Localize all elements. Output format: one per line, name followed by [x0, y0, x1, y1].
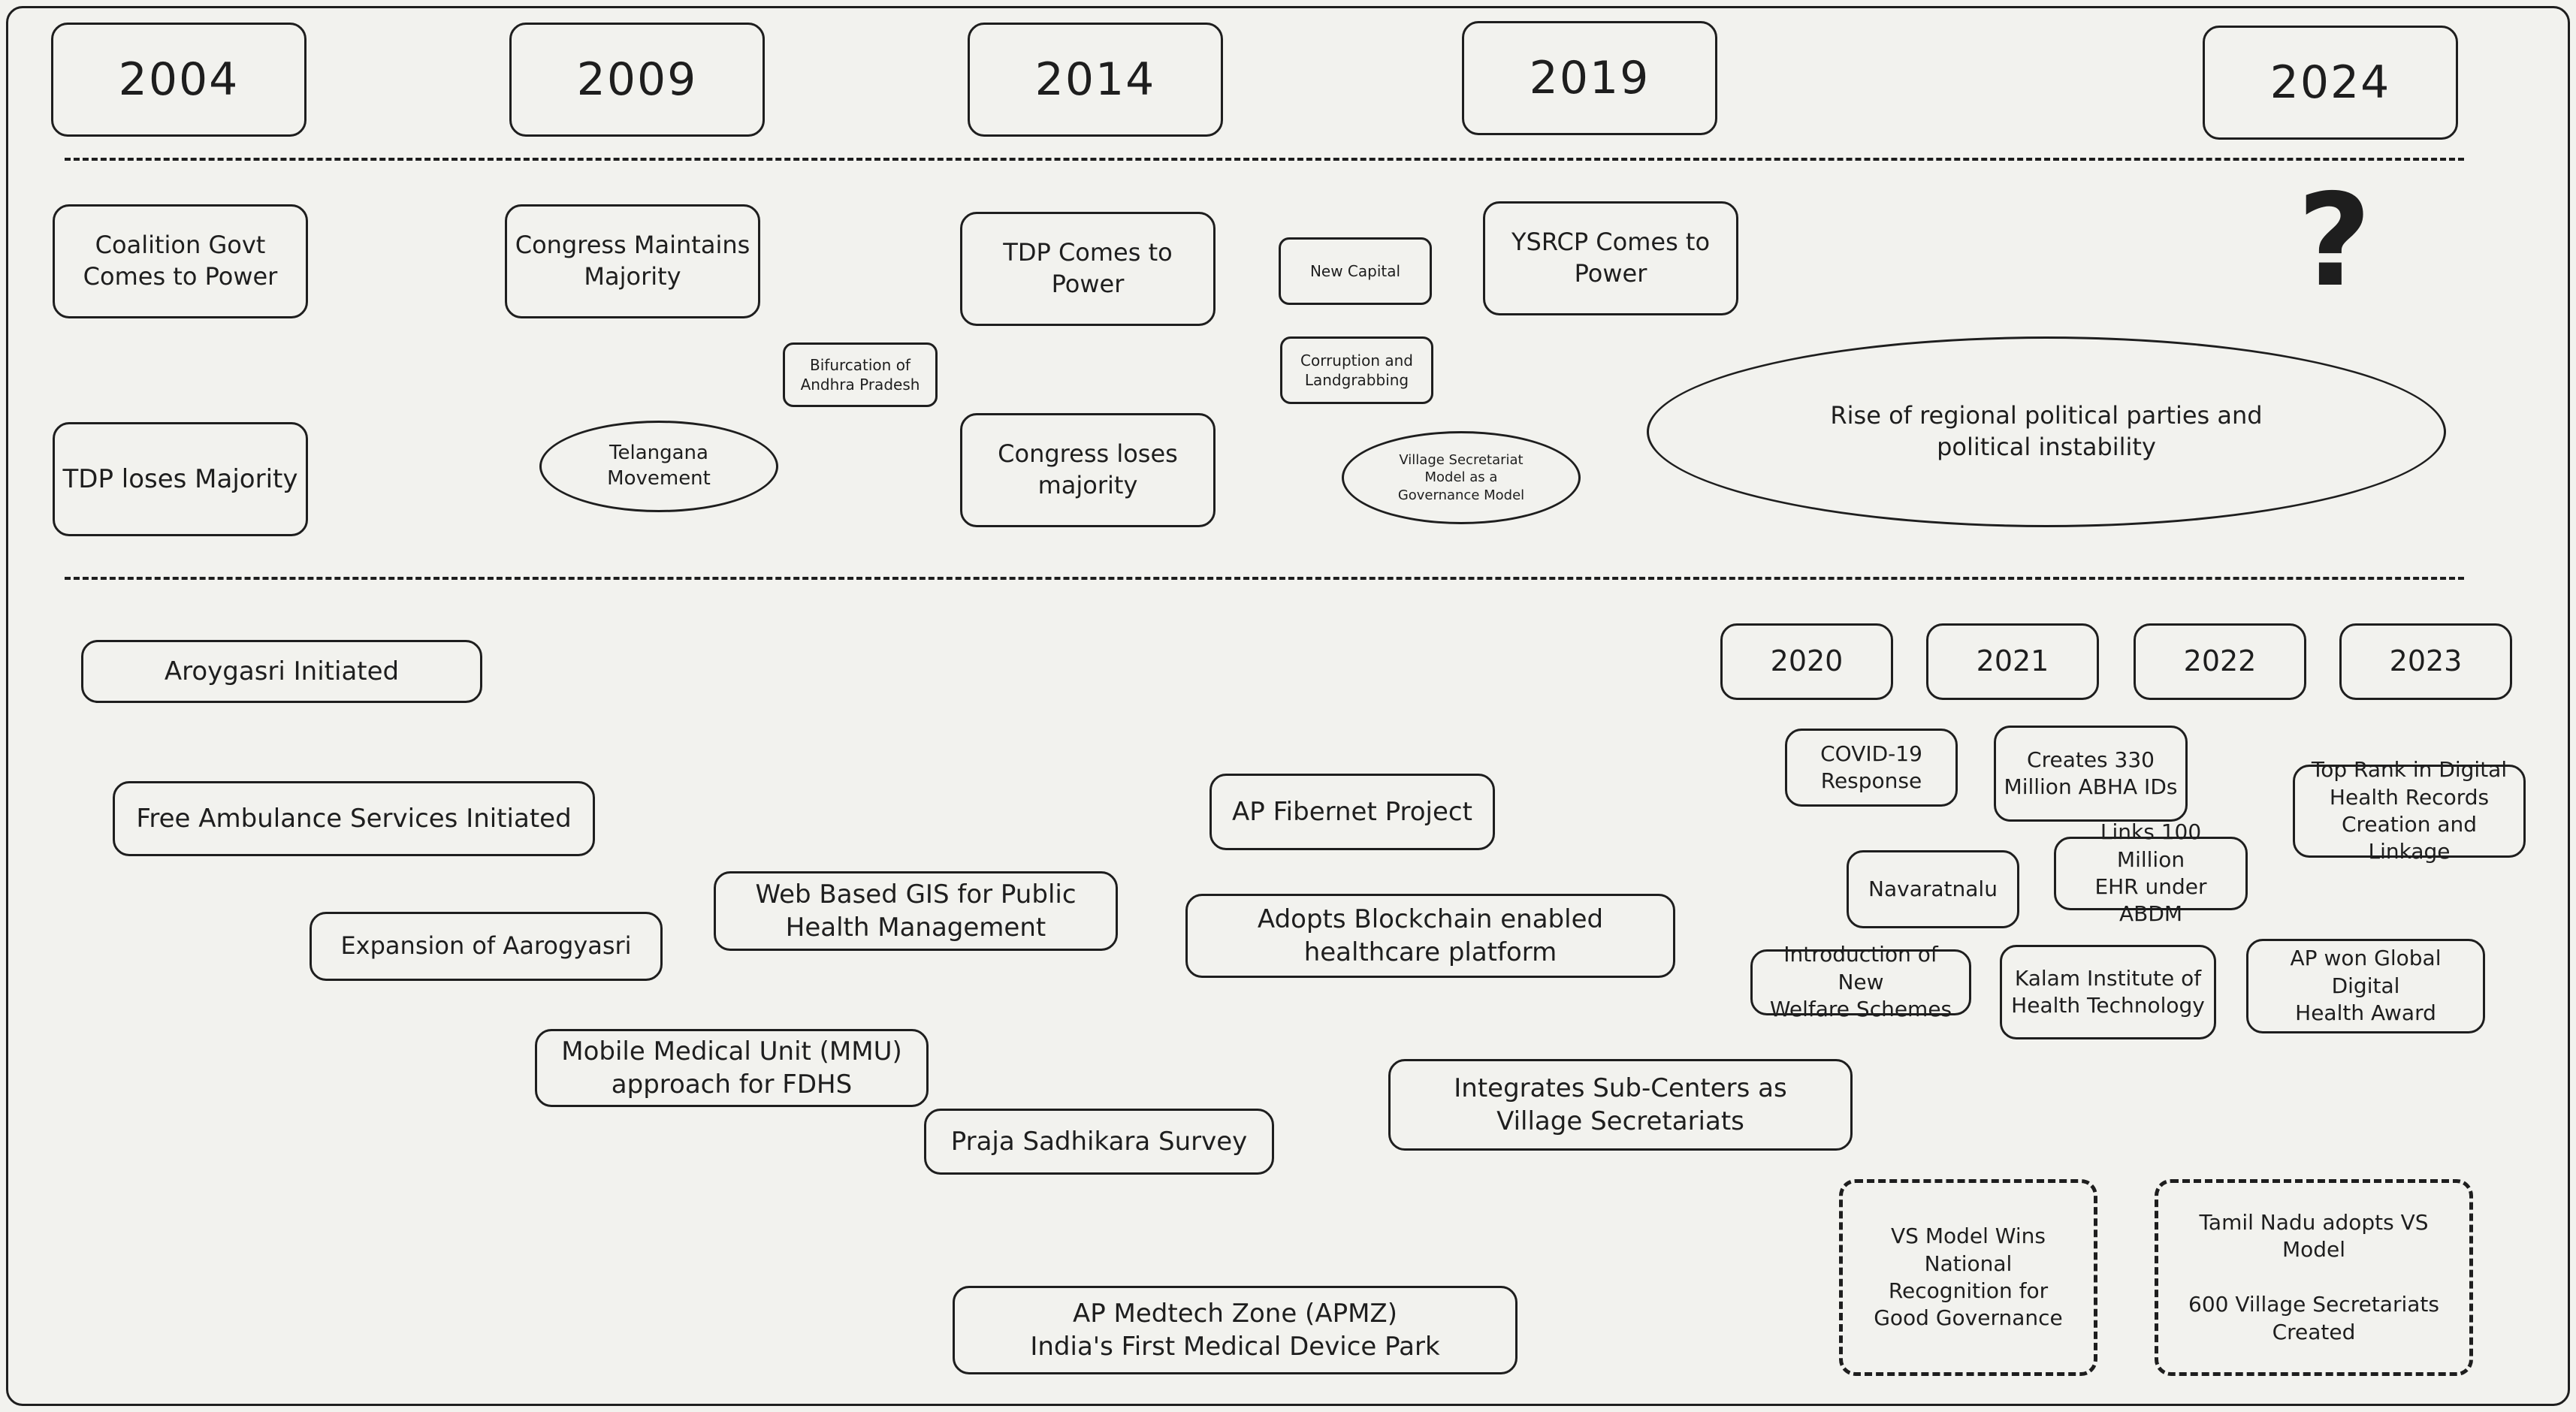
year-2023: 2023: [2339, 623, 2512, 700]
mobile-medical-unit-box: Mobile Medical Unit (MMU) approach for F…: [535, 1029, 929, 1107]
aroygasri-initiated-box: Aroygasri Initiated: [81, 640, 482, 703]
ysrcp-comes-to-power-box: YSRCP Comes to Power: [1483, 201, 1738, 315]
telangana-movement-ellipse: Telangana Movement: [539, 421, 778, 512]
year-2009: 2009: [509, 23, 765, 137]
unknown-future-marker: ?: [2297, 167, 2372, 315]
blockchain-platform-box: Adopts Blockchain enabled healthcare pla…: [1185, 894, 1675, 978]
top-separator: [65, 158, 2464, 161]
new-capital-box: New Capital: [1279, 237, 1432, 305]
year-2019: 2019: [1462, 21, 1717, 135]
outer-frame: [6, 6, 2570, 1406]
ehr-abdm-box: Links 100 Million EHR under ABDM: [2054, 819, 2248, 926]
year-2021: 2021: [1926, 623, 2099, 700]
village-secretariat-model-ellipse: Village Secretariat Model as a Governanc…: [1342, 431, 1581, 524]
middle-separator: [65, 577, 2464, 580]
year-2022: 2022: [2134, 623, 2306, 700]
free-ambulance-box: Free Ambulance Services Initiated: [113, 781, 595, 856]
top-rank-box: Top Rank in Digital Health Records Creat…: [2293, 757, 2526, 864]
praja-sadhikara-box: Praja Sadhikara Survey: [924, 1109, 1274, 1175]
bifurcation-box: Bifurcation of Andhra Pradesh: [783, 342, 938, 407]
expansion-aarogyasri-box: Expansion of Aarogyasri: [310, 912, 663, 981]
web-gis-box: Web Based GIS for Public Health Manageme…: [714, 871, 1118, 951]
coalition-govt-box: Coalition Govt Comes to Power: [53, 204, 308, 318]
navaratnalu-box: Navaratnalu: [1847, 850, 2019, 928]
year-2024: 2024: [2203, 26, 2458, 140]
tdp-loses-majority-box: TDP loses Majority: [53, 422, 308, 536]
tamil-nadu-adopts-box: Tamil Nadu adopts VS Model 600 Village S…: [2155, 1179, 2473, 1376]
year-2020: 2020: [1720, 623, 1893, 700]
covid-response-box: COVID-19 Response: [1785, 729, 1958, 807]
year-2004: 2004: [51, 23, 307, 137]
year-2014: 2014: [968, 23, 1223, 137]
corruption-box: Corruption and Landgrabbing: [1280, 336, 1433, 404]
subcenters-box: Integrates Sub-Centers as Village Secret…: [1388, 1059, 1853, 1151]
ap-fibernet-box: AP Fibernet Project: [1209, 774, 1495, 850]
congress-loses-box: Congress loses majority: [960, 413, 1216, 527]
tdp-comes-to-power-box: TDP Comes to Power: [960, 212, 1216, 326]
global-award-box: AP won Global Digital Health Award: [2246, 939, 2485, 1033]
vs-national-recognition-box: VS Model Wins National Recognition for G…: [1839, 1179, 2097, 1376]
abha-ids-box: Creates 330 Million ABHA IDs: [1994, 726, 2188, 822]
kalam-institute-box: Kalam Institute of Health Technology: [2000, 945, 2216, 1039]
ap-medtech-zone-box: AP Medtech Zone (APMZ) India's First Med…: [953, 1286, 1518, 1374]
welfare-schemes-box: Introduction of New Welfare Schemes: [1750, 942, 1971, 1021]
regional-parties-ellipse: Rise of regional political parties and p…: [1647, 336, 2446, 527]
congress-maintains-box: Congress Maintains Majority: [505, 204, 760, 318]
